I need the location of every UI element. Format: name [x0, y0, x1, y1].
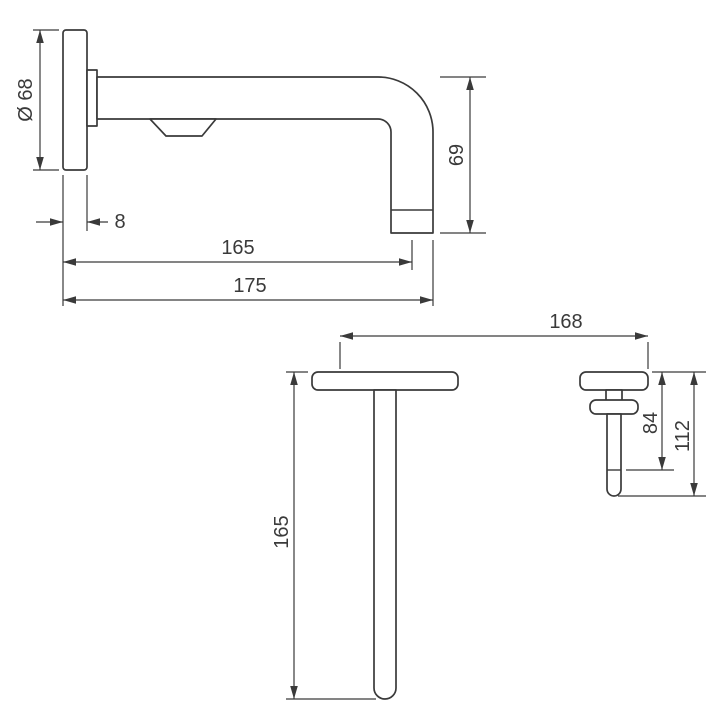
dim-escutcheon-thickness: 8 [36, 175, 126, 306]
handle-plate [579, 371, 649, 391]
side-view: Ø 68 8 165 175 [15, 29, 486, 306]
dim-label-projection-inner: 165 [221, 237, 254, 259]
dim-hole-spacing: 168 [339, 311, 649, 369]
dim-projection-inner: 165 [63, 237, 413, 270]
dim-projection-outer: 175 [63, 240, 434, 306]
dim-label-escutcheon-thickness: 8 [114, 211, 125, 233]
escutcheon-neck [86, 69, 98, 127]
handle-plan [579, 371, 649, 497]
spout-plan [311, 371, 459, 700]
handle-lever [606, 413, 622, 497]
dim-spout-drop: 69 [440, 76, 486, 234]
dim-label-projection-outer: 175 [233, 275, 266, 297]
dim-label-spout-length: 165 [271, 515, 293, 548]
spout-outlet-detail [149, 118, 217, 137]
spout-stem [373, 389, 397, 700]
plan-view: 168 165 84 112 [271, 311, 706, 700]
dim-handle-projections: 84 112 [618, 371, 706, 497]
dim-spout-length: 165 [271, 371, 376, 700]
spout-body [96, 76, 434, 234]
wall-escutcheon [62, 29, 88, 171]
handle-crossbar [589, 399, 639, 415]
dim-label-hole-spacing: 168 [549, 311, 582, 333]
dim-label-handle-outer: 112 [672, 420, 694, 452]
dim-label-handle-inner: 84 [640, 412, 662, 434]
dim-label-spout-drop: 69 [446, 144, 468, 166]
dim-escutcheon-diameter: Ø 68 [15, 29, 59, 171]
spout-plate [311, 371, 459, 391]
dim-label-escutcheon-diameter: Ø 68 [15, 78, 37, 121]
